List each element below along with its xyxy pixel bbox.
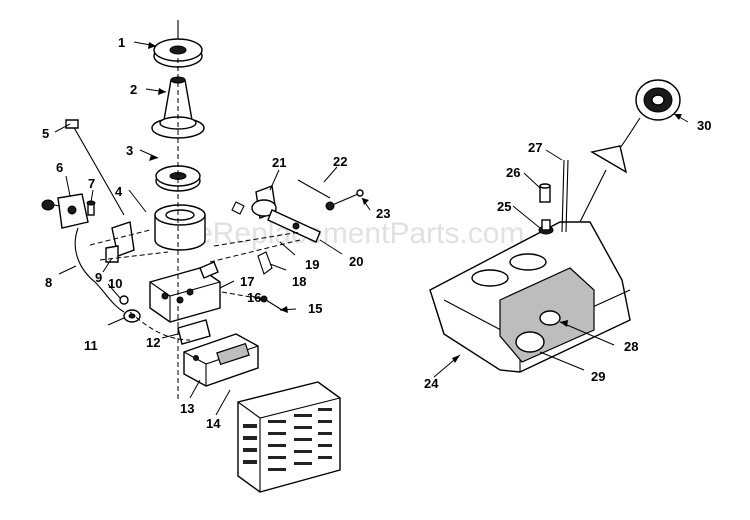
callout-11: 11 — [84, 338, 98, 353]
control-block — [237, 381, 341, 493]
part-11-bushing — [123, 309, 141, 323]
part-16-screw — [260, 295, 283, 311]
callout-6: 6 — [56, 160, 63, 175]
callout-13: 13 — [180, 401, 194, 416]
callout-4: 4 — [115, 184, 123, 199]
callout-27: 27 — [528, 140, 542, 155]
part-18-spring — [257, 251, 273, 275]
callout-26: 26 — [506, 165, 520, 180]
callout-22: 22 — [333, 154, 347, 169]
watermark-text: eReplacementParts.com — [196, 217, 524, 250]
callout-18: 18 — [292, 274, 306, 289]
callout-7: 7 — [88, 176, 95, 191]
part-30-cord — [579, 169, 607, 223]
callout-29: 29 — [591, 369, 605, 384]
callout-12: 12 — [146, 335, 160, 350]
callout-20: 20 — [349, 254, 363, 269]
part-17-switch — [149, 261, 221, 323]
callout-labels: 1 2 3 4 5 6 7 8 9 10 11 12 13 14 15 16 1… — [42, 35, 711, 431]
callout-9: 9 — [95, 270, 102, 285]
part-10-washer — [119, 295, 129, 305]
part-22-pin — [297, 179, 331, 199]
alignment-lines — [89, 58, 301, 400]
callout-24: 24 — [424, 376, 439, 391]
part-23-bolt — [325, 189, 364, 211]
callout-30: 30 — [697, 118, 711, 133]
part-1-washer — [153, 38, 203, 68]
part-4-drum — [154, 204, 206, 251]
callout-28: 28 — [624, 339, 638, 354]
callout-2: 2 — [130, 82, 137, 97]
right-assembly — [429, 79, 681, 373]
callout-1: 1 — [118, 35, 125, 50]
part-21-actuator — [251, 185, 321, 243]
callout-8: 8 — [45, 275, 52, 290]
callout-19: 19 — [305, 257, 319, 272]
part-6-bracket — [41, 193, 89, 229]
callout-23: 23 — [376, 206, 390, 221]
part-7-screw — [86, 200, 96, 216]
part-25-fitting — [538, 219, 554, 235]
part-13-housing — [183, 333, 259, 387]
arrowheads — [148, 42, 682, 363]
callout-5: 5 — [42, 126, 49, 141]
part-27-tube — [561, 159, 565, 233]
left-assembly — [41, 20, 364, 493]
callout-25: 25 — [497, 199, 511, 214]
callout-3: 3 — [126, 143, 133, 158]
leader-lines — [54, 41, 689, 416]
callout-17: 17 — [240, 274, 254, 289]
part-5-rod — [65, 119, 125, 216]
part-30-motor — [590, 79, 681, 174]
part-21-knob — [231, 201, 245, 215]
part-12-plate — [177, 319, 211, 345]
part-24-housing — [429, 221, 631, 373]
callout-15: 15 — [308, 301, 322, 316]
callout-14: 14 — [206, 416, 221, 431]
part-8-wire — [74, 227, 125, 313]
part-26-valve — [539, 183, 551, 203]
part-9-clip — [105, 221, 135, 263]
callout-10: 10 — [108, 276, 122, 291]
callout-21: 21 — [272, 155, 286, 170]
callout-16: 16 — [247, 290, 261, 305]
